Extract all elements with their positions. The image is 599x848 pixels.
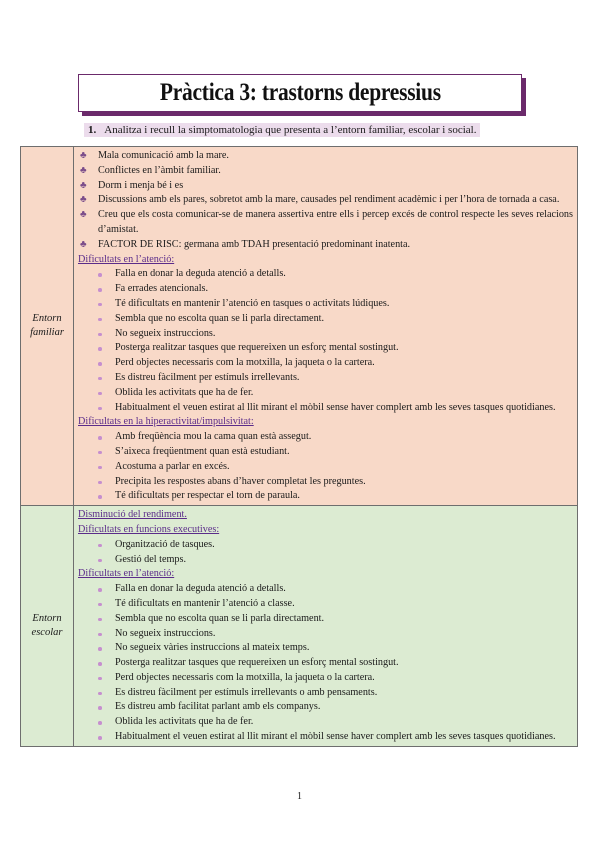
- list-item: Discussions amb els pares, sobretot amb …: [78, 193, 573, 208]
- familiar-hyper-heading: Dificultats en la hiperactivitat/impulsi…: [78, 416, 254, 428]
- label-line: Entorn: [32, 313, 62, 325]
- label-line: escolar: [31, 627, 63, 638]
- list-item: Posterga realitzar tasques que requereix…: [78, 341, 573, 356]
- familiar-attention-list: Falla en donar la deguda atenció a detal…: [78, 267, 573, 415]
- question: 1. Analitza i recull la simptomatologia q…: [84, 123, 481, 137]
- question-number: 1.: [88, 124, 97, 136]
- list-item: Es distreu amb facilitat parlant amb els…: [78, 700, 573, 715]
- list-item: Es distreu fàcilment per estímuls irrell…: [78, 371, 573, 386]
- symptom-table: Entorn familiar Mala comunicació amb la …: [20, 145, 578, 747]
- list-item: No segueix instruccions.: [78, 327, 573, 342]
- list-item: Habitualment el veuen estirat al llit mi…: [78, 401, 573, 416]
- page-title: Pràctica 3: trastorns depressius: [159, 79, 441, 106]
- list-item: No segueix instruccions.: [78, 627, 573, 642]
- list-item: Sembla que no escolta quan se li parla d…: [78, 312, 573, 327]
- list-item: Creu que els costa comunicar-se de maner…: [78, 208, 573, 238]
- list-item: Posterga realitzar tasques que requereix…: [78, 656, 573, 671]
- list-item: Fa errades atencionals.: [78, 282, 573, 297]
- list-item: Perd objectes necessaris com la motxilla…: [78, 671, 573, 686]
- page-number: 1: [297, 791, 302, 802]
- list-item: FACTOR DE RISC: germana amb TDAH present…: [78, 238, 573, 253]
- list-item: Precipita les respostes abans d’haver co…: [78, 475, 573, 490]
- list-item: Es distreu fàcilment per estímuls irrell…: [78, 686, 573, 701]
- content-escolar: Disminució del rendiment. Dificultats en…: [73, 505, 578, 747]
- escolar-exec-heading: Dificultats en funcions executives:: [78, 523, 220, 535]
- list-item: Té dificultats per respectar el torn de …: [78, 489, 573, 504]
- list-item: Gestió del temps.: [78, 553, 573, 568]
- list-item: No segueix vàries instruccions al mateix…: [78, 641, 573, 656]
- list-item: Perd objectes necessaris com la motxilla…: [78, 356, 573, 371]
- list-item: Habitualment el veuen estirat al llit mi…: [78, 730, 573, 745]
- list-item: Amb freqüència mou la cama quan està ass…: [78, 430, 573, 445]
- label-line: familiar: [30, 327, 64, 339]
- content-familiar: Mala comunicació amb la mare.Conflictes …: [73, 145, 578, 507]
- escolar-exec-list: Organització de tasques.Gestió del temps…: [78, 538, 573, 568]
- escolar-performance-heading: Disminució del rendiment.: [78, 509, 187, 521]
- list-item: Acostuma a parlar en excés.: [78, 460, 573, 475]
- list-item: Mala comunicació amb la mare.: [78, 149, 573, 164]
- list-item: Sembla que no escolta quan se li parla d…: [78, 612, 573, 627]
- escolar-attention-heading: Dificultats en l’atenció:: [78, 568, 175, 580]
- title-box: Pràctica 3: trastorns depressius: [78, 74, 522, 112]
- list-item: Té dificultats en mantenir l’atenció a c…: [78, 597, 573, 612]
- list-item: Falla en donar la deguda atenció a detal…: [78, 582, 573, 597]
- row-escolar: Entorn escolar Disminució del rendiment.…: [20, 505, 578, 747]
- list-item: Conflictes en l’àmbit familiar.: [78, 164, 573, 179]
- familiar-bullets: Mala comunicació amb la mare.Conflictes …: [78, 149, 573, 253]
- label-familiar: Entorn familiar: [20, 145, 74, 507]
- list-item: S’aixeca freqüentment quan està estudian…: [78, 445, 573, 460]
- list-item: Oblida les activitats que ha de fer.: [78, 715, 573, 730]
- question-text: Analitza i recull la simptomatologia que…: [104, 124, 477, 136]
- list-item: Organització de tasques.: [78, 538, 573, 553]
- familiar-hyper-list: Amb freqüència mou la cama quan està ass…: [78, 430, 573, 504]
- row-familiar: Entorn familiar Mala comunicació amb la …: [20, 145, 578, 507]
- label-line: Entorn: [32, 613, 62, 624]
- label-escolar: Entorn escolar: [20, 505, 74, 747]
- list-item: Dorm i menja bé i es: [78, 179, 573, 194]
- list-item: Té dificultats en mantenir l’atenció en …: [78, 297, 573, 312]
- escolar-attention-list: Falla en donar la deguda atenció a detal…: [78, 582, 573, 745]
- list-item: Oblida les activitats que ha de fer.: [78, 386, 573, 401]
- list-item: Falla en donar la deguda atenció a detal…: [78, 267, 573, 282]
- familiar-attention-heading: Dificultats en l’atenció:: [78, 253, 175, 265]
